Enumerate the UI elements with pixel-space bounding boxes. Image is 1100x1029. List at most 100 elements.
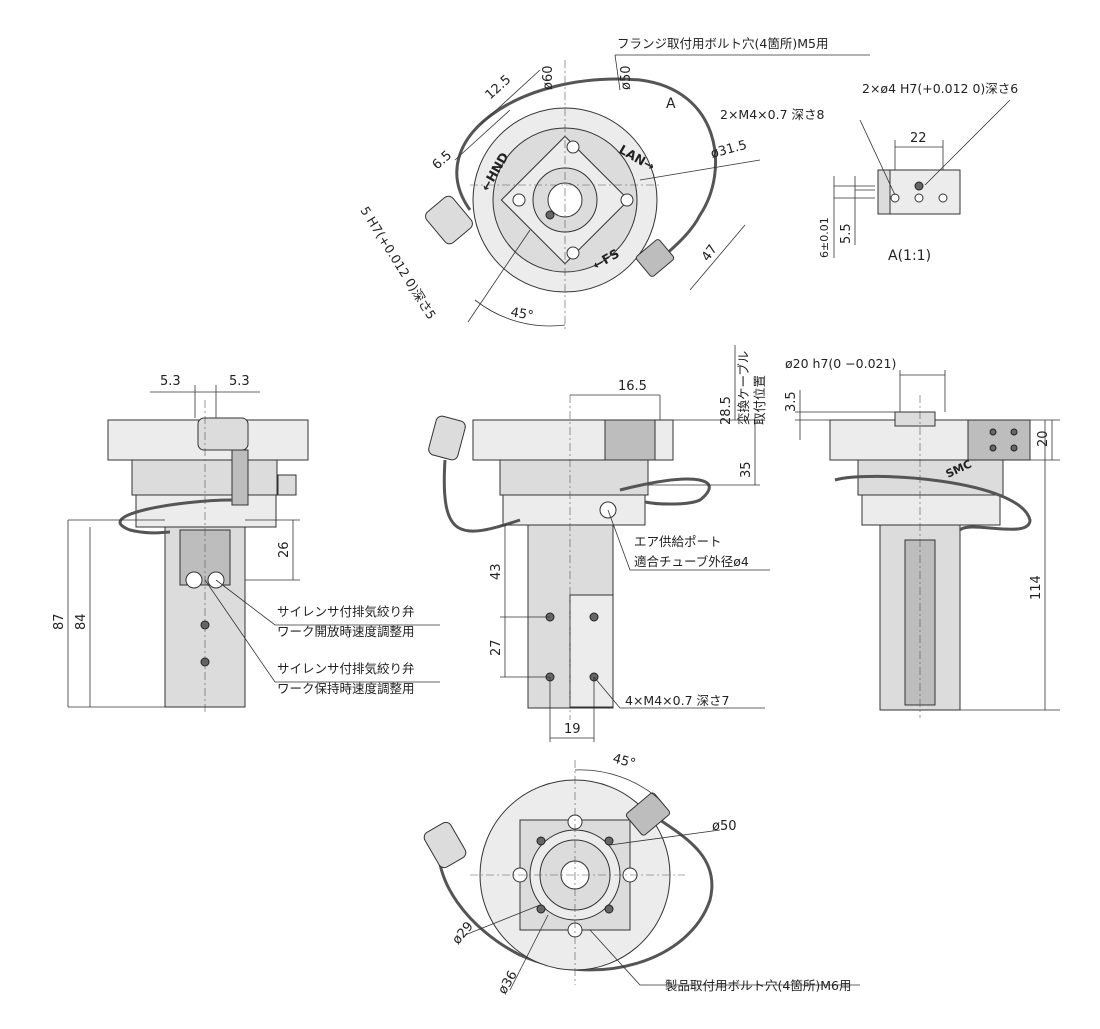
front-tap-2 xyxy=(589,612,599,622)
view-a-leader-m4 xyxy=(859,119,896,196)
dim-19: 19 xyxy=(564,722,581,737)
dim-16-5: 16.5 xyxy=(618,379,647,394)
dim-phi31-5: ø31.5 xyxy=(709,138,749,162)
dim-20: 20 xyxy=(1036,430,1051,447)
view-a-dim-5-5-label: 5.5 xyxy=(839,223,854,244)
cable-note-2: 取付位置 xyxy=(752,375,767,425)
view-a-note-m4: 2×M4×0.7 深さ8 xyxy=(720,107,824,122)
dim-87: 87 xyxy=(52,613,67,630)
front-collar xyxy=(502,494,646,526)
dim-35: 35 xyxy=(739,461,754,478)
right-flange-block xyxy=(967,419,1031,461)
view-a-side xyxy=(877,169,891,215)
top-dimline-45deg xyxy=(474,299,566,327)
bottom-pin-1 xyxy=(536,836,546,846)
view-a-pin-3 xyxy=(938,193,948,203)
bottom-leader-bolt xyxy=(589,929,860,986)
left-view: 5.3 5.3 26 87 84 サイレンサ付排気絞り弁 ワーク開放時速度調整用… xyxy=(52,374,440,715)
bottom-connector-left xyxy=(423,821,467,869)
left-leader-silencer-2 xyxy=(204,579,440,683)
view-a-dim-6-label: 6±0.01 xyxy=(818,217,831,258)
tap-note: 4×M4×0.7 深さ7 xyxy=(625,693,729,708)
bottom-leader-phi29 xyxy=(464,904,541,936)
top-dimline-47 xyxy=(689,224,746,291)
view-arrow-a: A xyxy=(666,96,676,112)
air-note-1: エア供給ポート xyxy=(634,534,722,549)
left-connector xyxy=(197,417,249,451)
top-pin-hole xyxy=(545,210,555,220)
bottom-pin-4 xyxy=(604,904,614,914)
dim-84: 84 xyxy=(74,613,89,630)
view-a-dim-22-label: 22 xyxy=(910,131,927,146)
front-leader-air xyxy=(607,509,770,571)
dim-6-5: 6.5 xyxy=(430,148,455,173)
dim-phi60: ø60 xyxy=(541,66,556,91)
bottom-leader-phi50 xyxy=(609,829,721,846)
top-view: フランジ取付用ボルト穴(4箇所)M5用 12.5 ø60 ø50 6.5 ø31… xyxy=(357,36,870,330)
bottom-pin-2 xyxy=(604,836,614,846)
product-bolt-note: 製品取付用ボルト穴(4箇所)M6用 xyxy=(665,978,851,993)
bottom-dimline-45deg xyxy=(574,769,661,801)
left-cable xyxy=(118,498,233,535)
right-hole-2 xyxy=(1010,428,1018,436)
dim-26: 26 xyxy=(277,541,292,558)
top-dimline-31-5 xyxy=(639,159,761,181)
right-shaft xyxy=(894,411,936,427)
left-ring xyxy=(131,459,278,496)
view-a-leader-phi4 xyxy=(924,99,1011,186)
cable-note-1: 変換ケーブル xyxy=(736,351,751,425)
dim-phi36: ø36 xyxy=(495,968,520,997)
top-dimline-6-5 xyxy=(454,109,511,161)
view-a-pin-1 xyxy=(890,193,900,203)
top-dimline-12-5 xyxy=(479,69,541,126)
front-conn-block xyxy=(604,419,656,461)
front-leader-tap xyxy=(593,676,765,709)
dim-phi20: ø20 h7(0 −0.021) xyxy=(785,356,896,371)
top-bolt-hole-1 xyxy=(566,140,580,154)
dim-28-5: 28.5 xyxy=(719,396,734,425)
front-slide xyxy=(569,594,614,708)
top-leader-hole xyxy=(467,229,531,323)
top-bolt-hole-2 xyxy=(566,246,580,260)
right-hole-3 xyxy=(989,444,997,452)
top-connector-right xyxy=(635,239,675,277)
view-a-tap xyxy=(914,181,924,191)
right-collar xyxy=(861,494,1001,526)
dim-45deg-bottom: 45° xyxy=(611,751,637,771)
view-a: 2×ø4 H7(+0.012 0)深さ6 2×M4×0.7 深さ8 22 5.5… xyxy=(720,81,1018,264)
top-bolt-hole-4 xyxy=(620,193,634,207)
right-hole-4 xyxy=(1010,444,1018,452)
bottom-view: 45° ø50 ø29 ø36 製品取付用ボルト穴(4箇所)M6用 xyxy=(423,751,860,997)
dim-5-3a: 5.3 xyxy=(160,374,181,389)
front-cable-right xyxy=(619,477,711,506)
right-view: ø20 h7(0 −0.021) 3.5 20 114 SMC xyxy=(784,356,1060,718)
bottom-cable xyxy=(437,818,714,972)
air-note-2: 適合チューブ外径ø4 xyxy=(634,554,749,569)
dim-47: 47 xyxy=(699,242,721,264)
top-cable xyxy=(455,77,718,262)
silencer-2-line1: サイレンサ付排気絞り弁 xyxy=(277,661,415,676)
front-view: 16.5 28.5 変換ケーブル 取付位置 35 43 27 19 エア供給ポー… xyxy=(428,345,770,742)
front-cable-left xyxy=(442,459,521,533)
top-connector-left xyxy=(425,195,473,245)
bottom-connector-right xyxy=(625,792,671,836)
view-a-note-phi4: 2×ø4 H7(+0.012 0)深さ6 xyxy=(862,81,1018,96)
front-connector-left xyxy=(428,415,466,461)
right-hole-1 xyxy=(989,428,997,436)
silencer-1-line2: ワーク開放時速度調整用 xyxy=(277,624,415,639)
dim-phi29: ø29 xyxy=(450,919,477,947)
left-connector-stem xyxy=(231,449,249,506)
right-cable xyxy=(834,474,1032,532)
dim-43: 43 xyxy=(489,563,504,580)
dim-phi50-bottom: ø50 xyxy=(712,819,737,834)
left-silencer-1 xyxy=(185,571,203,589)
view-a-title: A(1:1) xyxy=(888,248,931,264)
dim-27: 27 xyxy=(489,639,504,656)
view-a-body xyxy=(877,169,961,215)
dim-phi50: ø50 xyxy=(619,66,634,91)
top-leader-flange xyxy=(614,54,621,91)
dim-5-3b: 5.3 xyxy=(229,374,250,389)
bottom-pin-3 xyxy=(536,904,546,914)
flange-bolt-note: フランジ取付用ボルト穴(4箇所)M5用 xyxy=(617,36,828,51)
